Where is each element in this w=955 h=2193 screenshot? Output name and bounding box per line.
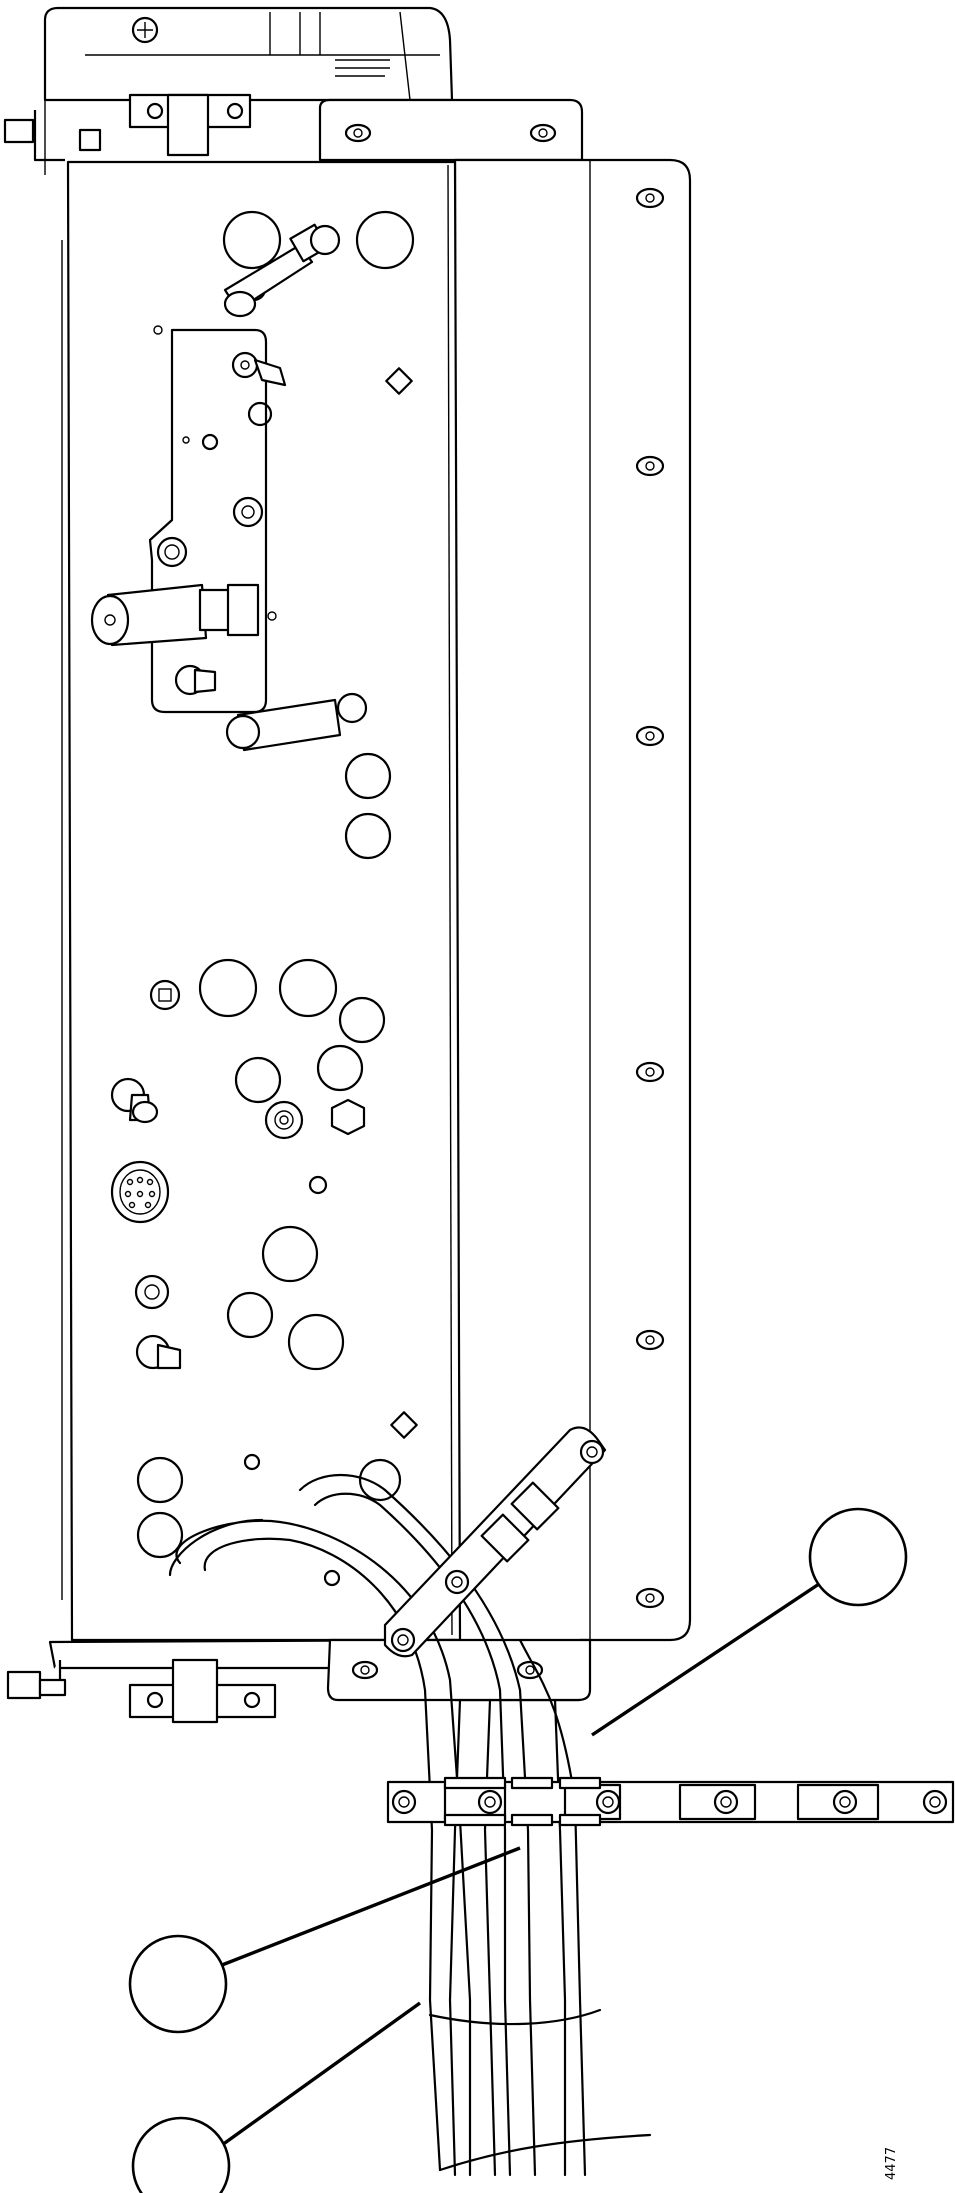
right-side-rail xyxy=(453,158,692,1702)
figure-reference-code: 4477 xyxy=(884,2146,899,2180)
top-connector-housing xyxy=(3,6,454,175)
callout-c xyxy=(131,2001,421,2193)
horizontal-cable-rail xyxy=(386,1776,955,1827)
cable-bundle xyxy=(168,1474,652,2177)
fittings xyxy=(90,223,418,1439)
callout-b xyxy=(128,1846,521,2034)
callout-a xyxy=(591,1507,908,1737)
rail-bolts xyxy=(391,1789,948,1815)
bottom-flange xyxy=(6,1638,592,1724)
round-connector xyxy=(110,1160,170,1224)
rail-bolt-holes xyxy=(635,187,665,1609)
cable-clamp-bracket xyxy=(383,1426,607,1658)
top-flange xyxy=(318,98,584,162)
